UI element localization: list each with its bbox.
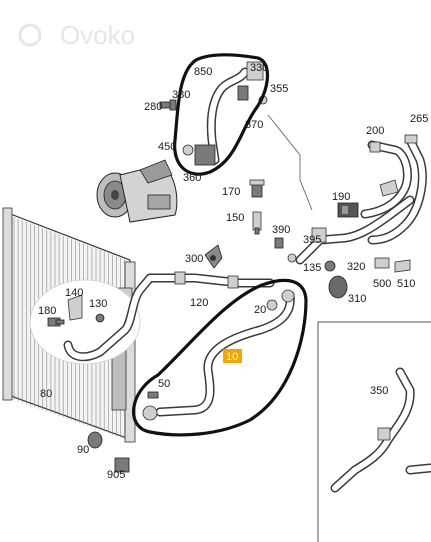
callout-label-395: 395 bbox=[303, 234, 321, 246]
pressure-switch-170 bbox=[249, 179, 265, 198]
callout-label-355: 355 bbox=[270, 83, 288, 95]
line-to-evaporator bbox=[295, 195, 415, 265]
callout-label-450: 450 bbox=[158, 141, 176, 153]
callout-label-120: 120 bbox=[190, 297, 208, 309]
line-200-265 bbox=[360, 134, 427, 245]
callout-label-50: 50 bbox=[158, 378, 170, 390]
callout-label-140: 140 bbox=[65, 287, 83, 299]
callout-label-80: 80 bbox=[40, 388, 52, 400]
callout-label-510: 510 bbox=[397, 278, 415, 290]
part-130 bbox=[95, 313, 105, 323]
line-10 bbox=[142, 289, 295, 421]
highlight-circle-line-10 bbox=[132, 278, 308, 437]
callout-label-190: 190 bbox=[332, 191, 350, 203]
callout-label-370: 370 bbox=[245, 119, 263, 131]
callout-label-20: 20 bbox=[254, 304, 266, 316]
screw-280 bbox=[159, 99, 177, 111]
part-310 bbox=[328, 275, 348, 299]
callout-label-150: 150 bbox=[226, 212, 244, 224]
seal-20 bbox=[266, 299, 278, 311]
line-350 bbox=[330, 367, 431, 493]
callout-label-280: 280 bbox=[144, 101, 162, 113]
bolt-180 bbox=[47, 317, 65, 327]
callout-label-350: 350 bbox=[370, 385, 388, 397]
callout-label-300: 300 bbox=[185, 253, 203, 265]
callout-labels: 850 330 280 380 355 370 450 360 200 265 170 190 150 3… bbox=[38, 62, 428, 481]
part-320 bbox=[324, 260, 336, 272]
callout-label-90: 90 bbox=[77, 444, 89, 456]
callout-label-390: 390 bbox=[272, 224, 290, 236]
watermark-logo-icon bbox=[18, 23, 42, 47]
callout-label-180: 180 bbox=[38, 305, 56, 317]
ovoko-watermark: Ovoko bbox=[18, 20, 135, 50]
callout-label-135: 135 bbox=[303, 262, 321, 274]
drier-90 bbox=[87, 431, 103, 449]
callout-label-265: 265 bbox=[410, 113, 428, 125]
valve-390 bbox=[274, 237, 297, 263]
highlight-circle-line-450 bbox=[173, 53, 270, 176]
part-140 bbox=[67, 294, 83, 321]
callout-label-905: 905 bbox=[107, 469, 125, 481]
line-120 bbox=[63, 271, 275, 362]
callout-label-850: 850 bbox=[194, 66, 212, 78]
detail-box-350 bbox=[317, 321, 431, 542]
line-450-assembly bbox=[182, 61, 268, 166]
valve-150 bbox=[252, 211, 262, 235]
part-300 bbox=[204, 244, 223, 269]
expansion-valve-190 bbox=[337, 202, 359, 218]
callout-label-200: 200 bbox=[366, 125, 384, 137]
callout-label-130: 130 bbox=[89, 298, 107, 310]
compressor bbox=[96, 159, 178, 223]
plug-905 bbox=[114, 457, 130, 473]
callout-label-310: 310 bbox=[348, 293, 366, 305]
condenser-detail-bubble bbox=[29, 279, 141, 365]
callout-label-330: 330 bbox=[250, 62, 268, 74]
callout-label-170: 170 bbox=[222, 186, 240, 198]
bolt-50 bbox=[147, 391, 159, 399]
callout-label-500: 500 bbox=[373, 278, 391, 290]
seals-500-510 bbox=[374, 257, 411, 273]
callout-label-10: 10 bbox=[226, 351, 238, 363]
callout-label-380: 380 bbox=[172, 89, 190, 101]
watermark-text: Ovoko bbox=[60, 20, 135, 50]
callout-label-320: 320 bbox=[347, 261, 365, 273]
callout-10-highlight bbox=[223, 349, 242, 363]
callout-label-360: 360 bbox=[183, 172, 201, 184]
